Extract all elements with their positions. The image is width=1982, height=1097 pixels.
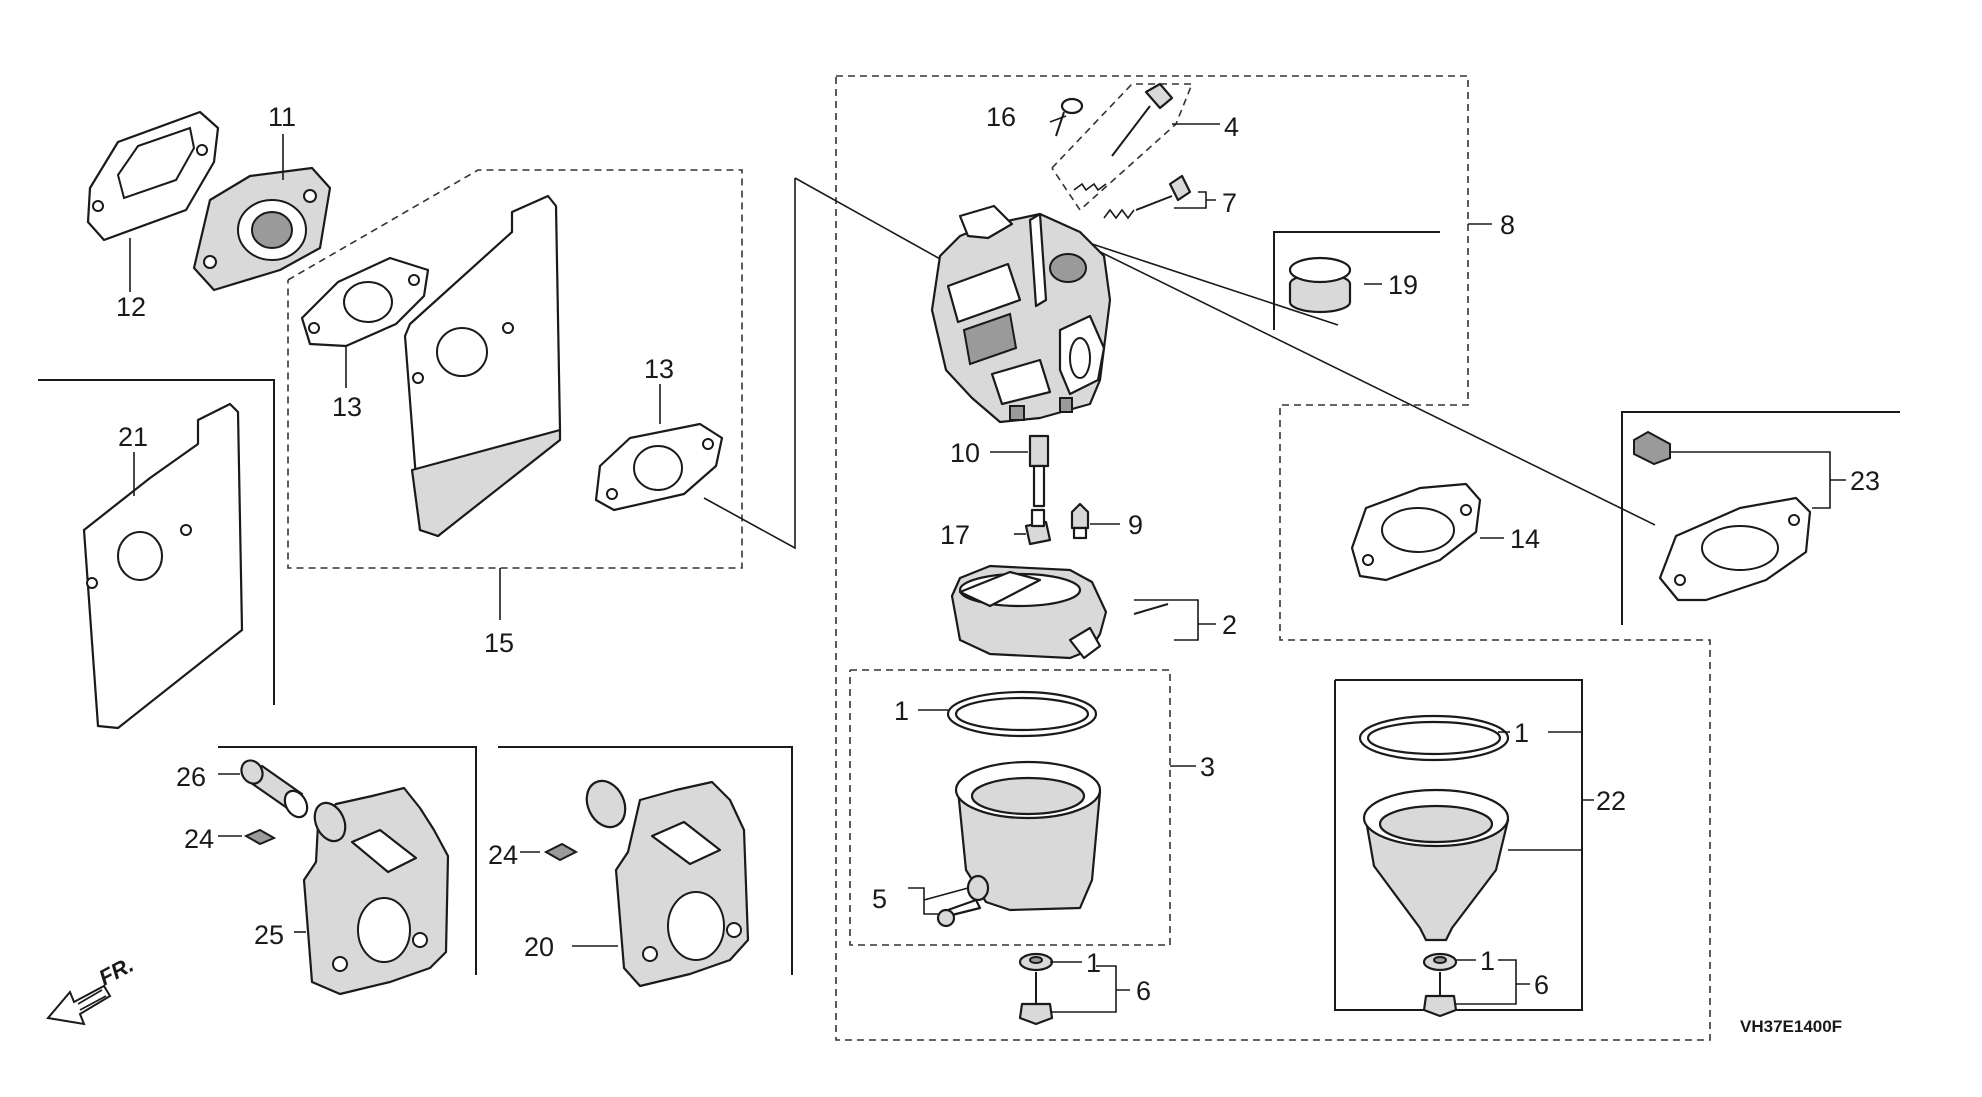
part-13-gasket-right [594, 422, 724, 512]
callout-1-bolt-left: 1 [1086, 948, 1101, 978]
callout-3: 3 [1200, 752, 1215, 782]
callout-9: 9 [1128, 510, 1143, 540]
callout-16: 16 [986, 102, 1016, 132]
callout-14: 14 [1510, 524, 1540, 554]
callout-13-upper: 13 [332, 392, 362, 422]
callout-24-right: 24 [488, 840, 518, 870]
callout-21: 21 [118, 422, 148, 452]
part-7-idle-screw [1103, 174, 1192, 220]
leader-lines [129, 115, 1846, 1013]
part-3-float-chamber [954, 760, 1102, 912]
frame-part-4 [1051, 83, 1194, 212]
part-8-carburetor-body [930, 204, 1112, 424]
callout-19: 19 [1388, 270, 1418, 300]
callout-15: 15 [484, 628, 514, 658]
bracket-cap-19 [1273, 231, 1440, 330]
part-24-key-right [543, 842, 579, 862]
connector-line-19 [1079, 239, 1339, 326]
part-9-float-needle [1070, 502, 1090, 540]
callout-10: 10 [950, 438, 980, 468]
callout-1-chamber-right: 1 [1514, 718, 1529, 748]
connector-line-13 [703, 178, 796, 550]
callout-12: 12 [116, 292, 146, 322]
callout-1-bolt-right: 1 [1480, 946, 1495, 976]
part-24-key-left [243, 828, 277, 846]
part-22-float-chamber [1362, 788, 1510, 942]
part-15-heat-shield [403, 194, 562, 538]
connector-line-15 [794, 177, 943, 261]
bracket-left [38, 379, 275, 705]
callout-25: 25 [254, 920, 284, 950]
drawing-code: VH37E1400F [1740, 1017, 1842, 1036]
bracket-insulator-20 [498, 746, 793, 975]
callout-5: 5 [872, 884, 887, 914]
part-4-pilot-screw [1073, 82, 1174, 192]
part-23-gasket [1633, 430, 1812, 602]
callout-22: 22 [1596, 786, 1626, 816]
part-13-gasket-upper [300, 256, 430, 348]
part-6-bolt-left [1018, 952, 1054, 1026]
frame-chamber-kit [1334, 679, 1583, 1011]
part-19-cap [1288, 256, 1352, 314]
part-6-bolt-right [1422, 952, 1458, 1018]
front-direction-arrow [46, 984, 112, 1026]
part-5-drain-screw [936, 874, 990, 928]
part-26-fitting [240, 759, 309, 819]
callout-6-right: 6 [1534, 970, 1549, 1000]
callout-7: 7 [1222, 188, 1237, 218]
callout-13-right: 13 [644, 354, 674, 384]
part-16-screw [1055, 97, 1084, 137]
callout-8: 8 [1500, 210, 1515, 240]
callout-11: 11 [268, 102, 296, 132]
part-2-float [950, 564, 1169, 660]
bracket-gasket-23 [1621, 411, 1900, 625]
frame-carburetor-assembly [835, 75, 1711, 1041]
callout-20: 20 [524, 932, 554, 962]
part-12-gasket [86, 110, 220, 242]
frame-gasket-kit [287, 169, 743, 569]
part-21-plate [82, 402, 244, 730]
callout-23: 23 [1850, 466, 1880, 496]
callout-labels: 16 4 7 8 19 10 17 9 2 1 3 5 1 6 1 22 1 6… [116, 102, 1880, 1006]
callout-4: 4 [1224, 112, 1239, 142]
callout-2: 2 [1222, 610, 1237, 640]
callout-1-chamber-left: 1 [894, 696, 909, 726]
part-20-insulator [585, 779, 750, 988]
part-1-o-ring-right [1358, 714, 1510, 762]
frame-float-chamber [849, 669, 1171, 946]
part-11-insulator [192, 166, 332, 292]
callout-17: 17 [940, 520, 970, 550]
part-14-gasket [1350, 482, 1482, 582]
part-10-nozzle [1028, 434, 1050, 508]
part-1-o-ring-left [946, 690, 1098, 738]
connector-line-23 [1079, 241, 1656, 526]
callout-26: 26 [176, 762, 206, 792]
front-direction-label: FR. [95, 952, 138, 991]
part-17-main-jet [1024, 508, 1052, 546]
bracket-insulator-25 [218, 746, 477, 975]
callout-6-left: 6 [1136, 976, 1151, 1006]
part-25-insulator [302, 786, 450, 996]
callout-24-left: 24 [184, 824, 214, 854]
